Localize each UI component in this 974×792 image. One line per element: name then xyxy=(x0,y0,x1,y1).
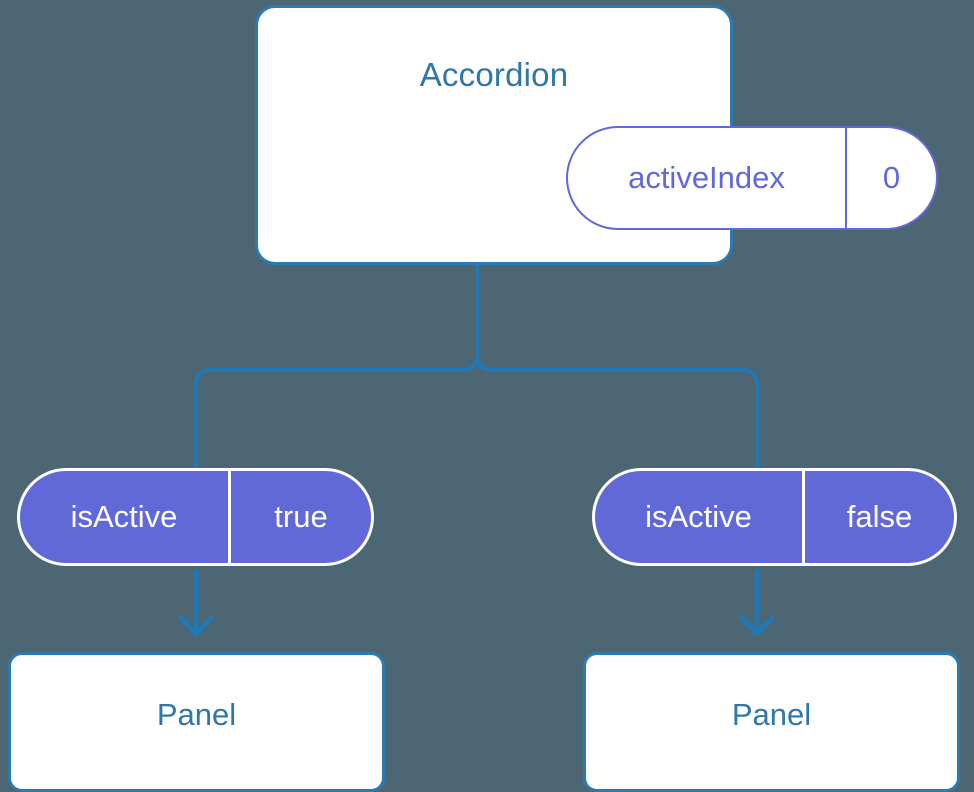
prop-pill-active-index[interactable]: activeIndex 0 xyxy=(566,126,938,230)
component-title-accordion: Accordion xyxy=(419,56,569,93)
connector-lines xyxy=(178,265,775,637)
prop-key-is-active-left: isActive xyxy=(20,471,231,563)
prop-key-is-active-right: isActive xyxy=(595,471,805,563)
component-title-panel-right: Panel xyxy=(731,697,812,732)
prop-value-active-index: 0 xyxy=(882,160,901,195)
component-card-panel-right[interactable]: Panel xyxy=(583,652,960,792)
connector-root-to-right xyxy=(475,265,759,468)
prop-value-is-active-left: true xyxy=(274,499,328,534)
prop-value-is-active-right: false xyxy=(846,499,913,534)
prop-key-active-index: activeIndex xyxy=(568,128,847,228)
connector-root-to-left xyxy=(194,265,479,468)
component-card-panel-left[interactable]: Panel xyxy=(8,652,385,792)
arrow-head-left xyxy=(178,615,214,637)
prop-pill-is-active-false[interactable]: isActive false xyxy=(592,468,957,566)
arrow-head-right xyxy=(739,615,775,637)
prop-pill-is-active-true[interactable]: isActive true xyxy=(17,468,374,566)
component-title-panel-left: Panel xyxy=(156,697,237,732)
component-card-accordion[interactable]: Accordion activeIndex 0 xyxy=(255,5,938,265)
diagram-canvas: Accordion activeIndex 0 isActive true is… xyxy=(8,5,960,792)
